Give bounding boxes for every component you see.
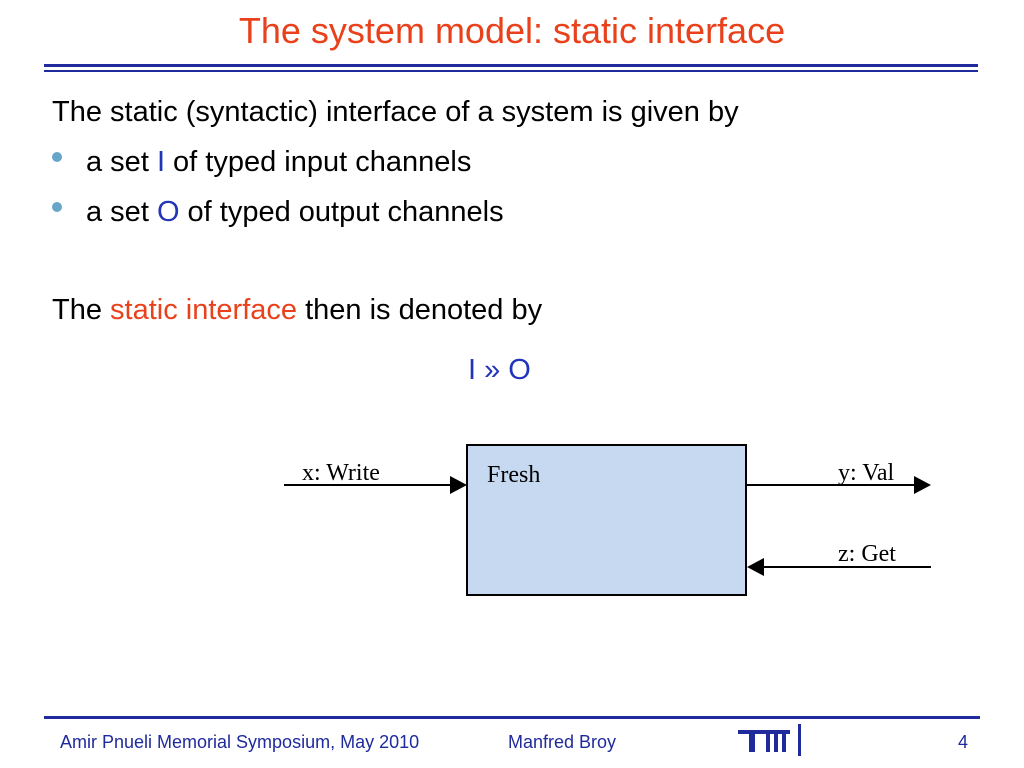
system-box-label: Fresh	[487, 462, 540, 488]
footer-event: Amir Pnueli Memorial Symposium, May 2010	[60, 732, 420, 752]
bullet-input-channels: a set I of typed input channels	[52, 146, 471, 179]
title-divider-thin	[44, 70, 978, 72]
system-box	[466, 444, 747, 596]
page-number: 4	[958, 732, 969, 752]
get-arrow-icon	[747, 558, 764, 576]
bullet-prefix: a set	[86, 196, 157, 228]
static-interface-highlight: static interface	[110, 294, 298, 326]
denoted-suffix: then is denoted by	[297, 294, 543, 326]
title-divider	[44, 64, 978, 72]
interface-formula: I » O	[468, 354, 531, 386]
input-set-symbol: I	[156, 146, 165, 178]
denoted-prefix: The	[52, 294, 111, 326]
bullet-dot-icon	[52, 202, 62, 213]
footer-divider	[44, 716, 980, 719]
tum-logo-icon	[738, 724, 801, 756]
slide-title: The system model: static interface	[238, 10, 786, 51]
bullet-output-channels: a set O of typed output channels	[52, 196, 504, 229]
bullet-dot-icon	[52, 152, 62, 163]
denoted-text: The static interface then is denoted by	[52, 294, 542, 327]
bullet-suffix: of typed output channels	[179, 196, 504, 228]
output-arrow-icon	[914, 476, 931, 494]
bullet-suffix: of typed input channels	[165, 146, 472, 178]
output-channel-label-y: y: Val	[838, 460, 895, 486]
intro-text: The static (syntactic) interface of a sy…	[52, 96, 739, 128]
bullet-prefix: a set	[86, 146, 157, 178]
output-channel-label-z: z: Get	[838, 541, 896, 567]
output-set-symbol: O	[156, 196, 180, 228]
input-channel-label: x: Write	[302, 460, 380, 486]
input-arrow-icon	[450, 476, 467, 494]
footer-author: Manfred Broy	[508, 732, 617, 752]
title-divider-thick	[44, 64, 978, 67]
